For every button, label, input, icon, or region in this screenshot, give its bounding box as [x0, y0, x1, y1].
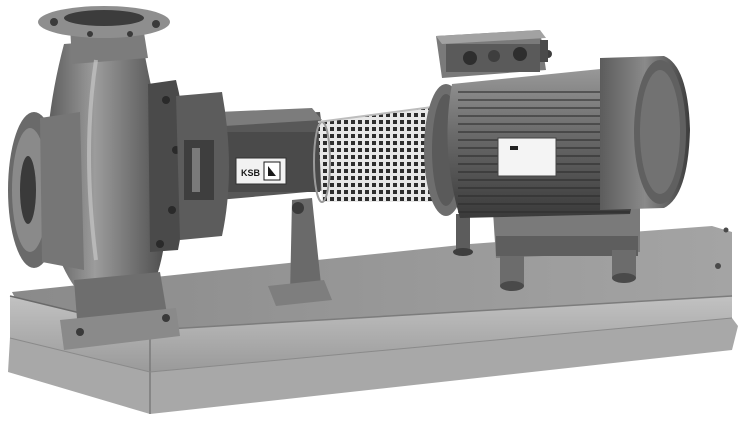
baseplate-bolt-hole: [715, 263, 721, 269]
pump-casing: [8, 6, 229, 350]
baseplate-front-face: [10, 296, 732, 372]
bracket-support-leg: [290, 198, 322, 296]
blank-nameplate-icon: [497, 137, 557, 177]
foot-bolt: [612, 273, 636, 283]
bearing-bracket: KSB: [212, 108, 332, 306]
ksb-triangle-logo-icon: [263, 161, 281, 181]
brand-label: KSB: [241, 168, 261, 178]
foot-bolt: [453, 248, 473, 256]
foot-bolt: [500, 281, 524, 291]
electric-motor: [424, 30, 690, 218]
baseplate-bolt-hole: [723, 227, 729, 233]
baseplate-lower-flange: [8, 318, 738, 414]
terminal-box-icon: [436, 30, 552, 78]
